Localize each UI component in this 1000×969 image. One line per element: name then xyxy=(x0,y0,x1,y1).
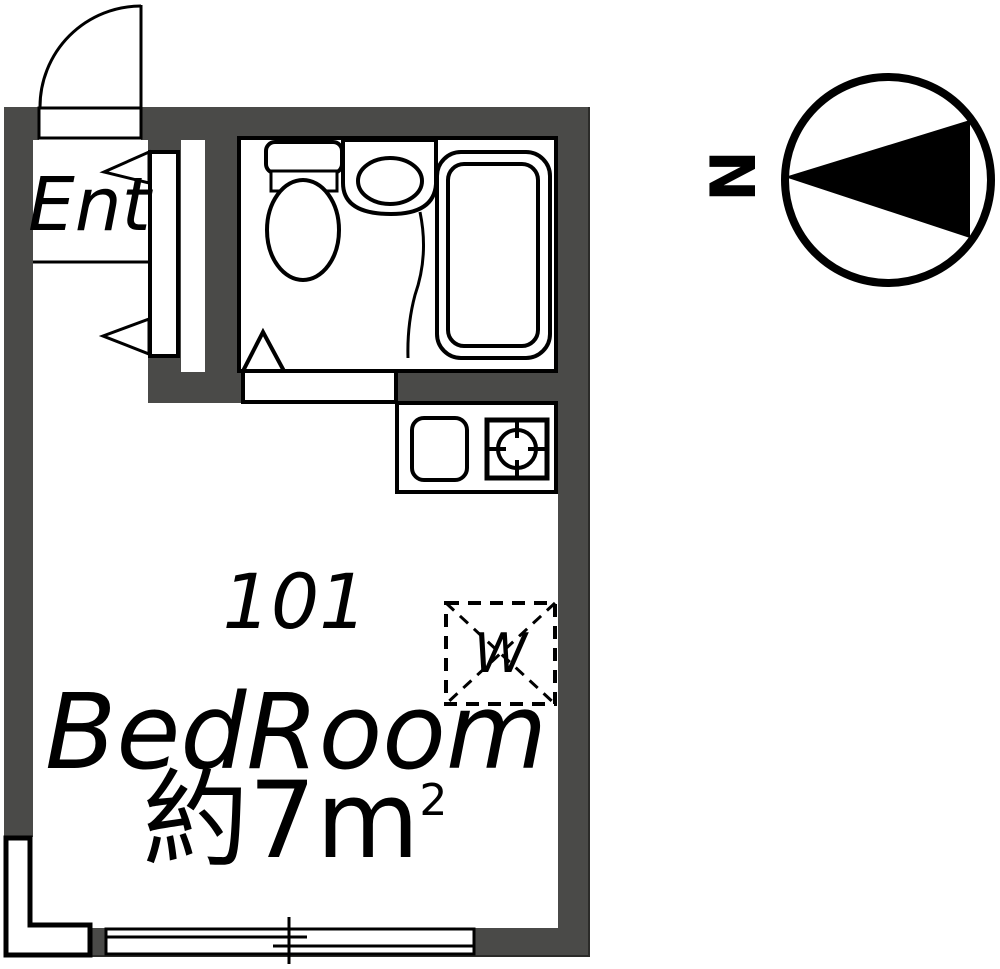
compass-needle xyxy=(785,120,970,238)
entrance-door xyxy=(38,4,143,108)
bathroom-door-opening xyxy=(241,369,398,404)
cabinet-door-arrows xyxy=(98,149,151,357)
kitchen-sink xyxy=(410,416,469,482)
wall-outer-edge-right xyxy=(588,107,590,957)
wall-outer-edge-bottom xyxy=(92,955,590,957)
bath-partition-curve xyxy=(406,211,426,359)
burner-ticks xyxy=(489,421,545,477)
gas-burner xyxy=(484,417,550,481)
basin-bowl xyxy=(356,156,424,206)
wall-slot xyxy=(181,140,205,372)
toilet-tank xyxy=(264,140,344,175)
wall-left xyxy=(4,107,33,837)
room-area: 約7m2 xyxy=(85,768,505,874)
bathtub xyxy=(435,150,552,360)
sliding-window xyxy=(104,917,476,964)
cabinet-door-arrow-bottom xyxy=(98,316,151,357)
north-letter: N xyxy=(697,150,770,202)
washer-diagonal-2 xyxy=(444,601,557,706)
toilet xyxy=(264,140,344,282)
wash-basin xyxy=(341,138,438,217)
entrance-label: Ent xyxy=(28,162,151,248)
room-area-superscript: 2 xyxy=(419,775,448,826)
entrance-door-opening xyxy=(37,106,143,140)
wall-right xyxy=(558,107,590,957)
wall-below-bath xyxy=(396,371,558,403)
bathtub-inner xyxy=(446,162,540,348)
toilet-bowl xyxy=(265,178,341,282)
shoe-cabinet xyxy=(148,150,180,358)
bathroom-door-triangle xyxy=(239,327,288,373)
wall-top xyxy=(141,107,590,140)
wall-bottom-right xyxy=(475,928,590,957)
north-compass xyxy=(781,73,995,287)
washing-machine-space xyxy=(444,601,557,706)
room-area-text: 約7m xyxy=(142,759,420,882)
entrance-door-arc xyxy=(38,4,142,108)
wall-bottom-stub xyxy=(92,928,106,957)
corner-alcove xyxy=(3,835,93,958)
room-number: 101 xyxy=(222,557,368,646)
cabinet-door-arrow-top xyxy=(99,149,151,185)
washer-label: W xyxy=(473,621,528,685)
washer-diagonal-1 xyxy=(444,601,557,706)
room-name: BedRoom xyxy=(45,671,548,793)
